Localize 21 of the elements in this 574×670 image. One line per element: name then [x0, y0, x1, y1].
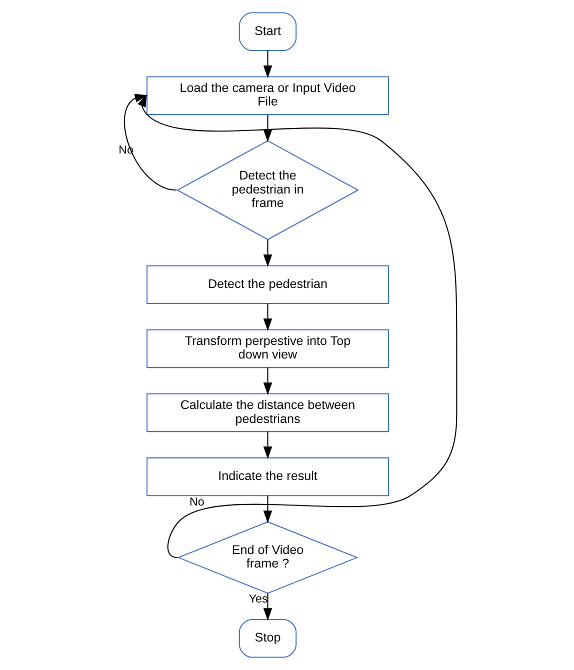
arrow — [262, 50, 272, 78]
arrow — [262, 432, 272, 460]
arrow — [262, 368, 272, 396]
arrow — [262, 593, 272, 621]
node-box: Detect the pedestrian — [146, 265, 388, 304]
node-diamond: End of Video frame ? — [176, 521, 358, 594]
node-box: Calculate the distance between pedestrians — [146, 393, 388, 432]
node-box: Load the camera or Input Video File — [146, 76, 388, 116]
arrow — [262, 240, 272, 268]
node-box: Start — [238, 12, 296, 52]
arrow — [262, 304, 272, 332]
node-diamond: Detect the pedestrian in frame — [176, 140, 359, 240]
arrow — [262, 496, 272, 524]
arrow — [262, 114, 272, 142]
arrow — [124, 94, 176, 191]
node-box: Transform perpestive into Top down view — [146, 329, 388, 368]
edge-label: No — [189, 496, 204, 508]
node-box: Stop — [238, 618, 296, 658]
edge-label: Yes — [248, 594, 268, 606]
node-box: Indicate the result — [146, 457, 388, 496]
arrow — [137, 94, 457, 558]
